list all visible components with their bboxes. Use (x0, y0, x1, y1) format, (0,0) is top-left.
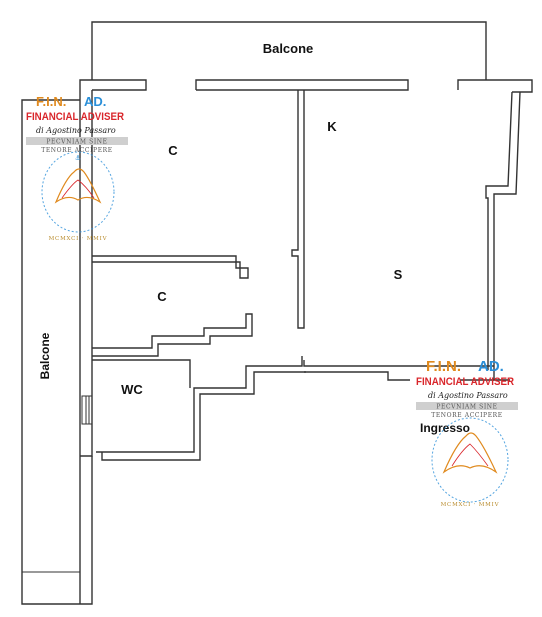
outer-walls (79, 79, 533, 605)
bathroom-walls (81, 356, 306, 461)
svg-text:⚓: ⚓ (75, 154, 81, 162)
label-balcone-left: Balcone (38, 332, 52, 379)
watermark-ad-2: AD. (478, 358, 504, 375)
watermark-signature: di Agostino Passaro (36, 126, 116, 135)
watermark-motto-1: PECVNIAM SINE (46, 139, 107, 146)
watermark-signature-2: di Agostino Passaro (428, 391, 508, 400)
watermark-motto-2-2: TENORE ACCIPERE (431, 412, 503, 419)
watermark-logo-1: F.I.N. AD. FINANCIAL ADVISER di Agostino… (26, 94, 128, 242)
bedroom-divider-1 (92, 255, 249, 279)
label-kitchen: K (327, 119, 337, 134)
watermark-ad: AD. (84, 94, 106, 109)
living-bottom-wall (303, 360, 494, 381)
label-bathroom: WC (121, 382, 143, 397)
kitchen-living-divider (291, 90, 305, 329)
label-balcone-top: Balcone (263, 41, 314, 56)
watermark-logo-2: F.I.N. AD. FINANCIAL ADVISER di Agostino… (416, 358, 518, 508)
balcony-top (91, 21, 487, 80)
watermark-fin-2: F.I.N. (426, 358, 461, 375)
watermark-motto-2: TENORE ACCIPERE (41, 147, 113, 154)
watermark-line1: FINANCIAL ADVISER (26, 111, 124, 123)
label-bedroom-2: C (157, 289, 167, 304)
label-bedroom-1: C (168, 143, 178, 158)
watermark-line1-2: FINANCIAL ADVISER (416, 376, 514, 388)
label-living: S (394, 267, 403, 282)
watermark-fin: F.I.N. (36, 94, 66, 109)
bedroom-divider-2 (92, 313, 253, 357)
watermark-year: MCMXCI · MMIV (49, 236, 108, 242)
watermark-year-2: MCMXCI · MMIV (441, 502, 500, 508)
watermark-motto-1-2: PECVNIAM SINE (436, 404, 497, 411)
